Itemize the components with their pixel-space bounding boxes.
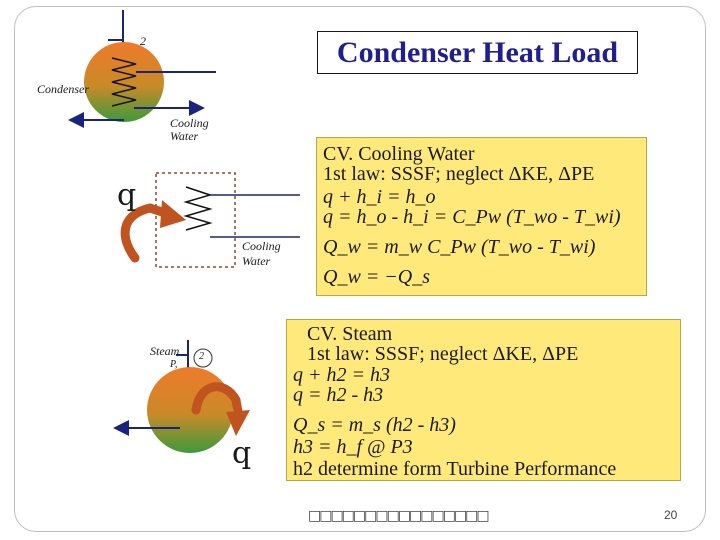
steam-label-b: P,: [170, 359, 178, 370]
cv-steam-eq3: Q_s = m_s (h2 - h3): [293, 414, 456, 436]
cv-cooling-water-law: 1st law: SSSF; neglect ΔKE, ΔPE: [323, 163, 595, 185]
condenser-label: Condenser: [37, 82, 89, 96]
steam-condenser-bottom: [113, 340, 250, 453]
cv-cooling-water-eq2: q = h_o - h_i = C_Pw (T_wo - T_wi): [323, 206, 621, 228]
slide-title: Condenser Heat Load: [317, 31, 638, 74]
page-number: 20: [664, 508, 678, 522]
cooling-water-label-2a: Cooling: [242, 239, 281, 253]
cv-steam-title: CV. Steam: [307, 323, 393, 345]
cooling-water-label-1a: Cooling: [170, 116, 209, 130]
q-label-1: q: [117, 178, 137, 213]
condenser-top: [68, 10, 216, 128]
cv-steam-box: CV. Steam 1st law: SSSF; neglect ΔKE, ΔP…: [286, 319, 681, 481]
node-label-bottom: 2: [199, 351, 204, 362]
coil-icon: [111, 57, 137, 107]
cv-cooling-water-eq1: q + h_i = h_o: [323, 186, 436, 208]
q-label-2: q: [232, 436, 252, 471]
cv-steam-eq1: q + h2 = h3: [293, 364, 390, 386]
steam-sphere: [147, 367, 233, 453]
coil-icon-middle: [183, 186, 213, 231]
cv-steam-law: 1st law: SSSF; neglect ΔKE, ΔPE: [307, 343, 579, 365]
cv-cooling-water-eq4: Q_w = −Q_s: [323, 266, 431, 288]
footer-text: □□□□□□□□□□□□□□□□: [308, 508, 490, 524]
node-label-top: 2: [140, 34, 146, 48]
node-2-circle-bottom: [193, 348, 213, 368]
cv-steam-eq4: h3 = h_f @ P3: [293, 436, 413, 458]
cv-cooling-water-title: CV. Cooling Water: [323, 143, 475, 165]
condenser-sphere: [84, 42, 164, 122]
heat-out-arrow-shaft: [191, 382, 243, 417]
cv-steam-eq2: q = h2 - h3: [293, 384, 384, 406]
control-volume-box: [155, 172, 236, 268]
slide-frame: [14, 6, 706, 532]
cv-cooling-water-eq3: Q_w = m_w C_Pw (T_wo - T_wi): [323, 236, 596, 258]
cooling-water-label-2b: Water: [242, 254, 271, 268]
cooling-water-cv: [120, 172, 300, 268]
steam-label-a: Steam: [150, 344, 180, 358]
heat-flow-arrow-shaft: [120, 203, 173, 263]
cv-cooling-water-box: CV. Cooling Water 1st law: SSSF; neglect…: [316, 137, 647, 296]
heat-out-arrowhead: [226, 410, 250, 436]
cooling-water-label-1b: Water: [170, 129, 199, 143]
cv-steam-eq5: h2 determine form Turbine Performance: [293, 458, 617, 480]
heat-flow-arrowhead: [160, 200, 186, 228]
